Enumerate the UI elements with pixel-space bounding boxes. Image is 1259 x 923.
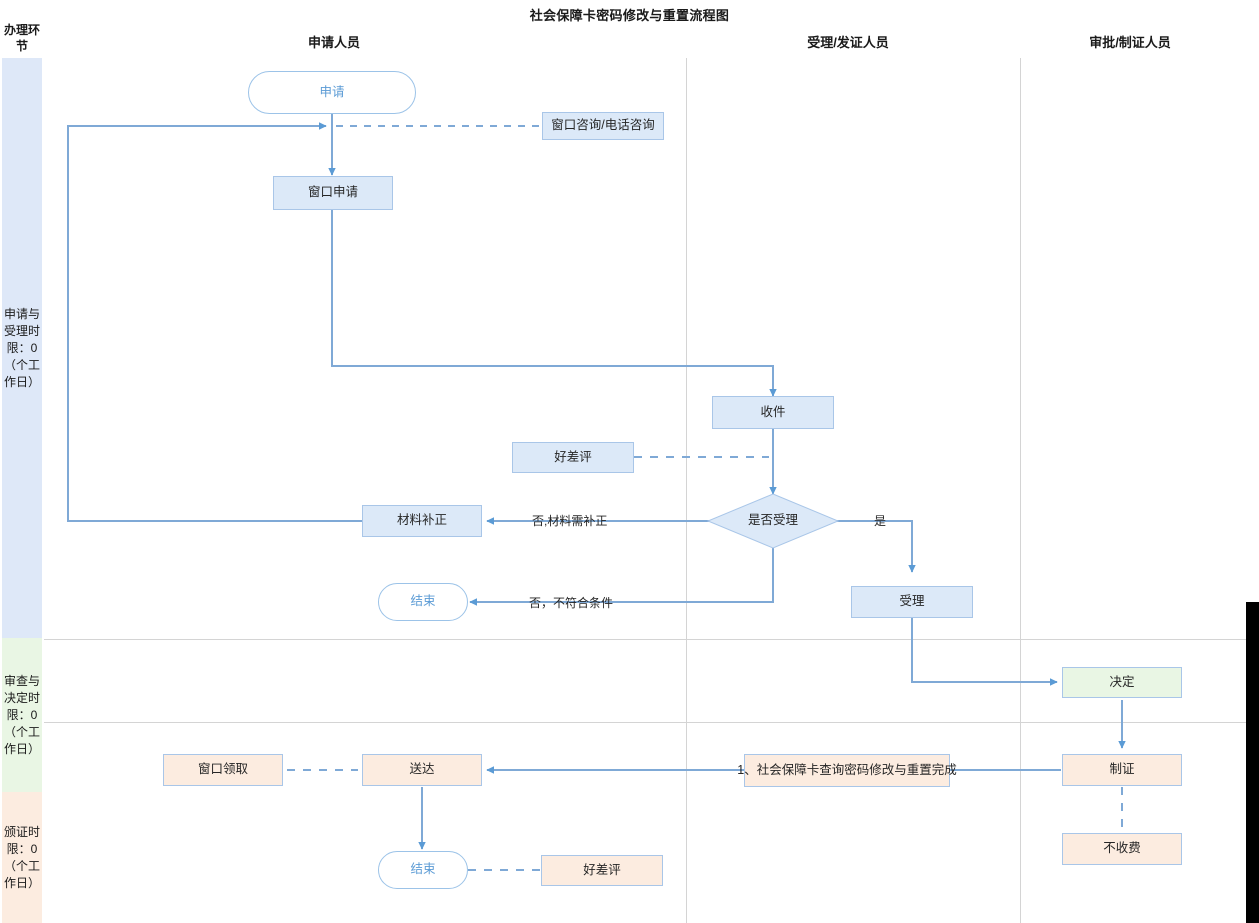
node-result-note[interactable]: 1、社会保障卡查询密码修改与重置完成 xyxy=(737,754,957,787)
node-consult[interactable]: 窗口咨询/电话咨询 xyxy=(542,112,664,140)
node-window-apply[interactable]: 窗口申请 xyxy=(273,176,393,210)
node-no-fee[interactable]: 不收费 xyxy=(1062,833,1182,865)
node-material-fix[interactable]: 材料补正 xyxy=(362,505,482,537)
lane-divider-1 xyxy=(686,58,687,923)
diamond-shape xyxy=(707,493,839,549)
stage-band-label: 申请与受理时限：0（个工作日） xyxy=(3,306,40,389)
node-end-top[interactable]: 结束 xyxy=(378,583,468,621)
lane-header-applicant: 申请人员 xyxy=(307,35,360,50)
stage-band-review-decide: 审查与决定时限：0（个工作日） xyxy=(2,638,42,792)
node-rating-top[interactable]: 好差评 xyxy=(512,442,634,473)
node-end-bottom[interactable]: 结束 xyxy=(378,851,468,889)
stage-divider-1 xyxy=(44,639,1259,640)
edge-label-yes: 是 xyxy=(874,514,887,528)
edge-label-no-material: 否,材料需补正 xyxy=(532,514,608,528)
lane-header-acceptor: 受理/发证人员 xyxy=(807,35,889,50)
stage-band-apply-accept: 申请与受理时限：0（个工作日） xyxy=(2,58,42,638)
lane-header-approver: 审批/制证人员 xyxy=(1089,35,1171,50)
stage-band-issue-cert: 颁证时限：0（个工作日） xyxy=(2,792,42,923)
node-start[interactable]: 申请 xyxy=(248,71,416,114)
node-decision-label: 是否受理 xyxy=(747,513,798,528)
stage-band-label: 颁证时限：0（个工作日） xyxy=(3,824,40,890)
node-decide[interactable]: 决定 xyxy=(1062,667,1182,698)
page-title: 社会保障卡密码修改与重置流程图 xyxy=(529,8,730,23)
stage-column-header: 办理环节 xyxy=(3,23,40,53)
node-receive[interactable]: 收件 xyxy=(712,396,834,429)
node-rating-bottom[interactable]: 好差评 xyxy=(541,855,663,886)
vertical-scrollbar-thumb[interactable] xyxy=(1246,602,1259,923)
node-make-cert[interactable]: 制证 xyxy=(1062,754,1182,786)
lane-divider-2 xyxy=(1020,58,1021,923)
node-window-pickup[interactable]: 窗口领取 xyxy=(163,754,283,786)
edge-label-no-condition: 否，不符合条件 xyxy=(529,596,614,610)
node-accept[interactable]: 受理 xyxy=(851,586,973,618)
node-decision-accept[interactable]: 是否受理 xyxy=(707,493,839,549)
stage-divider-2 xyxy=(44,722,1259,723)
stage-band-label: 审查与决定时限：0（个工作日） xyxy=(3,673,40,756)
node-deliver[interactable]: 送达 xyxy=(362,754,482,786)
